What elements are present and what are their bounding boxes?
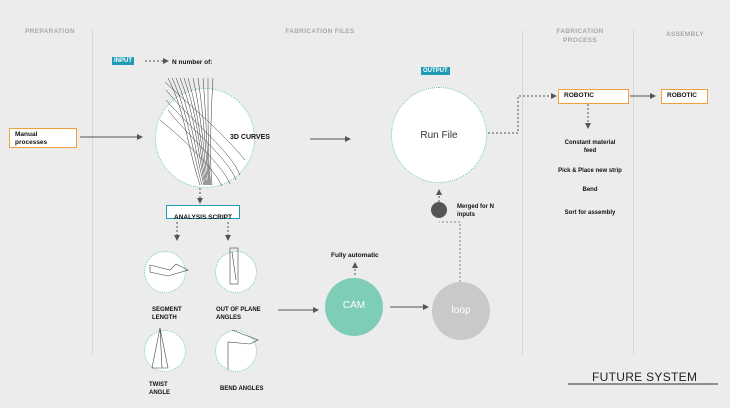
process-step-4: Sort for assembly <box>564 210 616 216</box>
manual-processes-box: Manual processes <box>9 128 77 148</box>
bend-angles-label: BEND ANGLES <box>220 386 264 392</box>
header-preparation: PREPARATION <box>25 28 75 35</box>
run-file-label: Run File <box>420 130 458 141</box>
line-loop-to-merge <box>439 221 461 282</box>
line-run-to-robotic <box>488 93 557 134</box>
segment-length-label: SEGMENT LENGTH <box>152 307 182 321</box>
run-file-circle <box>391 87 487 183</box>
analysis-script-box: ANALYSIS SCRIPT <box>166 205 240 221</box>
divider-preparation <box>92 30 93 355</box>
loop-label: loop <box>451 305 471 316</box>
output-tag: OUTPUT <box>421 67 450 75</box>
n-number-label: N number of: <box>172 59 213 66</box>
robotic-process-box: ROBOTIC <box>558 89 629 104</box>
header-fabrication-files: FABRICATION FILES <box>285 28 355 35</box>
bend-angles-glyph <box>227 329 259 370</box>
robotic-assembly-label: ROBOTIC <box>667 92 697 99</box>
out-of-plane-glyph <box>229 247 239 285</box>
input-tag: INPUT <box>112 57 134 65</box>
twist-angle-glyph <box>151 327 169 369</box>
out-of-plane-circle <box>215 251 257 293</box>
analysis-script-label: ANALYSIS SCRIPT <box>174 214 232 221</box>
header-assembly: ASSEMBLY <box>666 31 704 38</box>
robotic-assembly-box: ROBOTIC <box>661 89 708 104</box>
segment-length-glyph <box>149 263 189 277</box>
merged-label: Merged for N inputs <box>457 204 495 218</box>
fully-automatic-label: Fully automatic <box>331 252 379 259</box>
robotic-process-label: ROBOTIC <box>564 92 594 99</box>
loop-node <box>432 282 490 340</box>
header-fabrication-process: FABRICATION PROCESS <box>556 28 604 44</box>
divider-fabrication-files <box>522 30 523 355</box>
process-step-2: Pick & Place new strip <box>558 168 622 174</box>
cam-node <box>325 278 383 336</box>
manual-processes-label: Manual processes <box>15 131 48 146</box>
divider-fabrication-process <box>633 30 634 355</box>
cam-label: CAM <box>342 300 366 311</box>
process-step-1: Constant material feed <box>564 140 616 154</box>
process-step-3: Bend <box>582 187 598 193</box>
twist-angle-circle <box>144 330 186 372</box>
merge-dot <box>431 202 447 218</box>
out-of-plane-label: OUT OF PLANE ANGLES <box>216 307 261 321</box>
curves-label: 3D CURVES <box>230 134 270 141</box>
twist-angle-label: TWIST ANGLE <box>149 382 170 396</box>
footer-title: FUTURE SYSTEM <box>592 370 698 384</box>
